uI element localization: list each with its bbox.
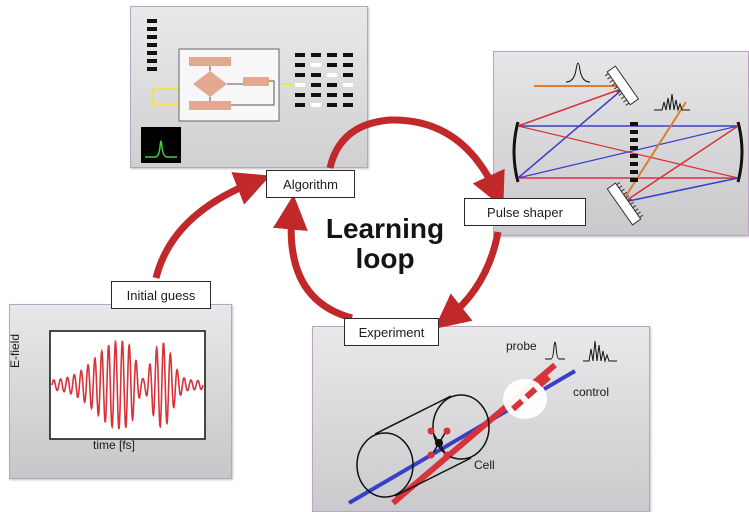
shaped-pulse xyxy=(654,93,690,112)
time-axis-label: time [fs] xyxy=(93,438,136,452)
input-pulse xyxy=(565,62,591,83)
grating-top xyxy=(604,65,640,106)
arrow-shaper-to-experiment xyxy=(434,231,502,329)
efield-plot xyxy=(49,330,206,440)
arrow-guess-to-algorithm xyxy=(152,172,271,279)
cell-label: Cell xyxy=(474,458,495,472)
left-mirror xyxy=(512,121,520,183)
molecule xyxy=(427,427,451,459)
algorithm-illustration xyxy=(141,19,353,163)
experiment-illustration xyxy=(347,340,617,506)
population-column xyxy=(147,19,157,71)
cell xyxy=(356,394,490,498)
learning-loop-title-line2: loop xyxy=(355,243,415,274)
spatial-light-modulator xyxy=(630,122,638,182)
experiment-node: Experiment xyxy=(344,318,439,346)
algorithm-node: Algorithm xyxy=(266,170,355,198)
pulse-shaper-illustration xyxy=(512,62,744,226)
flowchart xyxy=(178,48,280,122)
right-mirror xyxy=(736,121,744,183)
learning-loop-title-line1: Learning xyxy=(325,213,445,244)
algorithm-panel xyxy=(130,6,368,168)
efield-wave xyxy=(51,339,204,430)
signal-plot xyxy=(141,127,181,163)
probe-pulse xyxy=(545,341,565,360)
arrow-experiment-to-algorithm xyxy=(272,194,353,322)
initial-guess-panel xyxy=(9,304,232,479)
control-pulse xyxy=(583,340,617,363)
grating-bottom xyxy=(606,182,644,226)
control-label: control xyxy=(573,385,610,399)
learning-loop-title: Learning loop xyxy=(304,214,466,274)
probe-label: probe xyxy=(506,339,537,353)
initial-guess-node: Initial guess xyxy=(111,281,211,309)
pulse-shaper-node: Pulse shaper xyxy=(464,198,586,226)
arrow-algorithm-to-shaper xyxy=(326,116,505,208)
offspring-columns xyxy=(295,53,353,107)
